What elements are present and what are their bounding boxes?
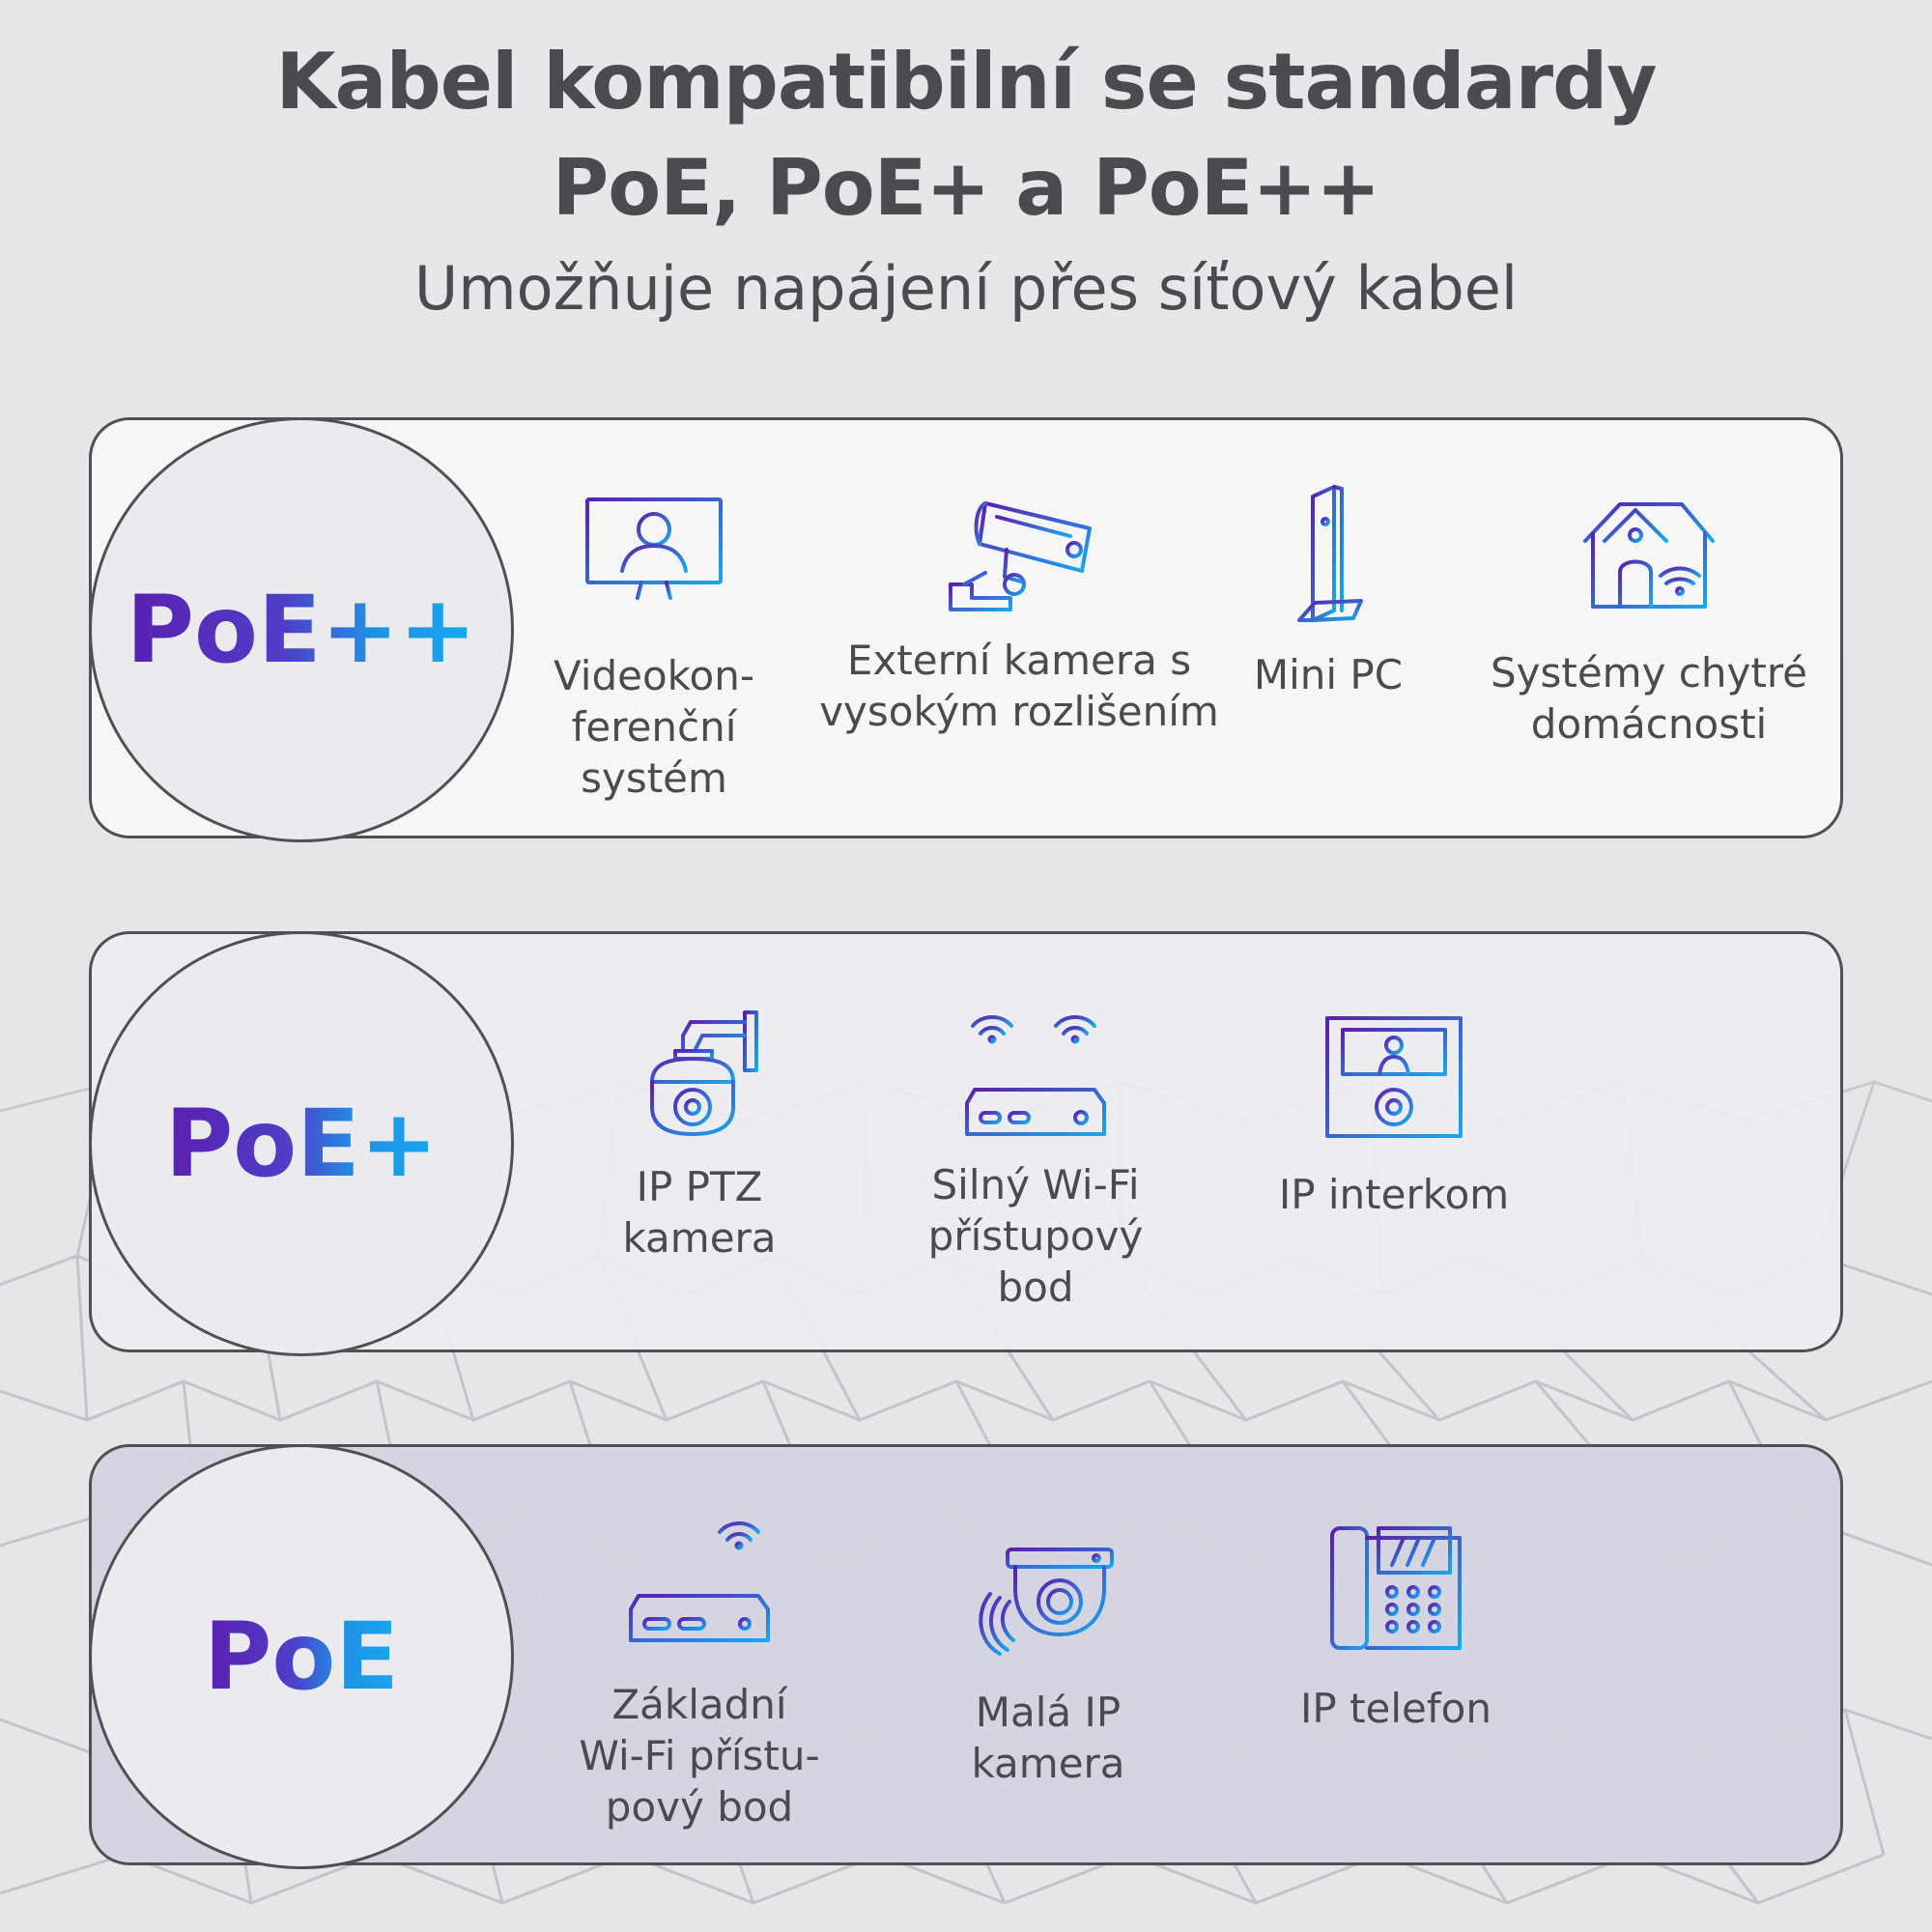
intercom-icon	[1325, 1016, 1463, 1138]
device-label: Základní Wi-Fi přístu- pový bod	[579, 1681, 820, 1831]
page-title-line-1: Kabel kompatibilní se standardy	[275, 37, 1657, 127]
poe-plus-badge: PoE+	[89, 931, 514, 1356]
device-label: IP PTZ kamera	[622, 1163, 777, 1262]
mini-pc-icon	[1297, 485, 1363, 622]
dome-camera-icon	[979, 1548, 1114, 1656]
device-external-camera: Externí kamera s vysokým rozlišením	[816, 496, 1222, 737]
video-conference-monitor-icon	[585, 497, 723, 604]
device-ip-phone: IP telefon	[1193, 1524, 1599, 1734]
page-title-line-2: PoE, PoE+ a PoE++	[552, 143, 1381, 233]
page-subtitle: Umožňuje napájení přes síťový kabel	[413, 253, 1519, 324]
device-ip-intercom: IP interkom	[1191, 1014, 1597, 1220]
device-label: Videokon- ferenční systém	[554, 652, 754, 802]
device-label: Externí kamera s vysokým rozlišením	[819, 637, 1219, 735]
poe-plus-plus-badge: PoE++	[89, 417, 514, 842]
ip-phone-icon	[1330, 1526, 1462, 1650]
device-video-conference: Videokon- ferenční systém	[451, 496, 857, 804]
smart-home-icon	[1583, 502, 1715, 609]
badge-label: PoE++	[127, 576, 477, 684]
wifi-router-icon	[629, 1521, 770, 1642]
device-label: IP interkom	[1278, 1171, 1510, 1218]
device-mini-pc: Mini PC	[1125, 483, 1531, 700]
badge-label: PoE	[204, 1603, 399, 1711]
badge-label: PoE+	[165, 1090, 438, 1198]
device-smart-home: Systémy chytré domácnosti	[1446, 498, 1852, 750]
device-label: Malá IP kamera	[971, 1689, 1125, 1787]
device-small-ip-camera: Malá IP kamera	[845, 1546, 1251, 1789]
poe-badge: PoE	[89, 1444, 514, 1869]
device-label: Silný Wi-Fi přístupový bod	[927, 1161, 1144, 1311]
device-ptz-camera: IP PTZ kamera	[497, 1007, 902, 1264]
wifi-router-dual-antenna-icon	[965, 1015, 1106, 1136]
ptz-camera-icon	[650, 1010, 758, 1136]
device-wifi-access-point-strong: Silný Wi-Fi přístupový bod	[833, 1009, 1238, 1313]
device-label: Systémy chytré domácnosti	[1490, 649, 1808, 748]
device-wifi-access-point-basic: Základní Wi-Fi přístu- pový bod	[497, 1519, 902, 1833]
device-label: IP telefon	[1300, 1685, 1492, 1732]
device-label: Mini PC	[1253, 651, 1404, 698]
security-camera-icon	[949, 501, 1092, 611]
